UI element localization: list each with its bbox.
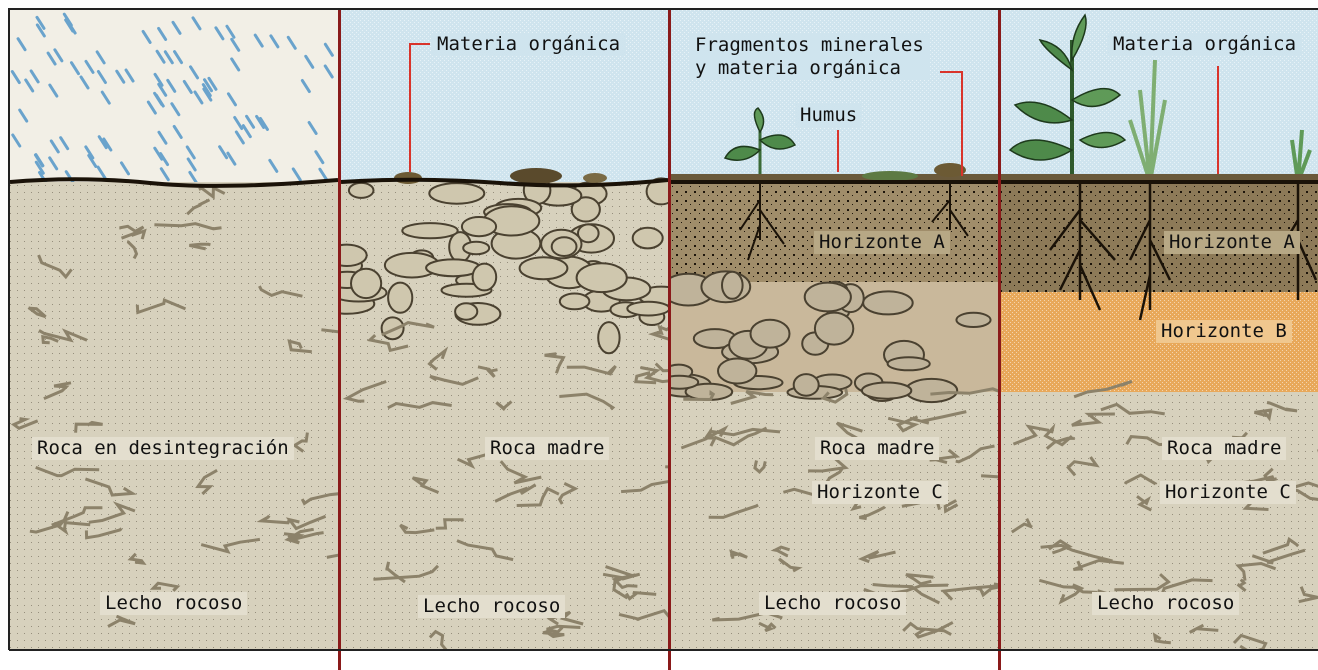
label-parent-rock-4: Roca madre <box>1162 437 1286 460</box>
stone <box>473 264 497 291</box>
stone <box>863 291 913 314</box>
stone <box>815 313 853 345</box>
stone <box>388 283 412 313</box>
stone <box>351 269 381 298</box>
label-bedrock-3: Lecho rocoso <box>759 592 906 615</box>
stone <box>349 183 374 198</box>
label-organic-matter-2: Materia orgánica <box>432 33 625 56</box>
stone <box>598 322 619 353</box>
stone <box>520 257 568 279</box>
stone <box>956 313 990 327</box>
label-bedrock-2: Lecho rocoso <box>418 595 565 618</box>
stone <box>906 379 957 402</box>
label-mineral-fragments-line1: Fragmentos minerales <box>695 34 924 57</box>
stone <box>718 359 756 384</box>
label-mineral-fragments: Fragmentos minerales y materia orgánica <box>690 34 929 80</box>
label-parent-rock-2: Roca madre <box>485 437 609 460</box>
label-humus: Humus <box>795 104 862 127</box>
stone <box>862 383 911 399</box>
stone <box>463 242 489 255</box>
stone <box>402 223 457 238</box>
stone <box>552 237 577 256</box>
stone <box>805 283 851 312</box>
label-bedrock-4: Lecho rocoso <box>1092 592 1239 615</box>
label-horizon-a-3: Horizonte A <box>814 231 950 254</box>
label-disintegrating-rock: Roca en desintegración <box>32 437 294 460</box>
stone <box>462 217 496 236</box>
label-horizon-c-3: Horizonte C <box>812 481 948 504</box>
label-mineral-fragments-line2: y materia orgánica <box>695 57 924 80</box>
stone <box>429 183 484 204</box>
label-organic-matter-4: Materia orgánica <box>1108 33 1301 56</box>
stone <box>560 294 590 310</box>
stone <box>633 228 663 249</box>
label-horizon-c-4: Horizonte C <box>1160 481 1296 504</box>
label-bedrock-1: Lecho rocoso <box>100 592 247 615</box>
stone <box>455 303 477 319</box>
label-horizon-b-4: Horizonte B <box>1156 320 1292 343</box>
stone <box>627 302 669 316</box>
stone <box>888 357 930 370</box>
label-parent-rock-3: Roca madre <box>815 437 939 460</box>
rain-sky <box>10 10 338 182</box>
stone <box>794 374 819 396</box>
stone <box>751 320 790 348</box>
label-horizon-a-4: Horizonte A <box>1164 231 1300 254</box>
panel-2-parent-rock <box>320 10 713 653</box>
stone <box>722 272 743 299</box>
stone <box>577 263 627 292</box>
